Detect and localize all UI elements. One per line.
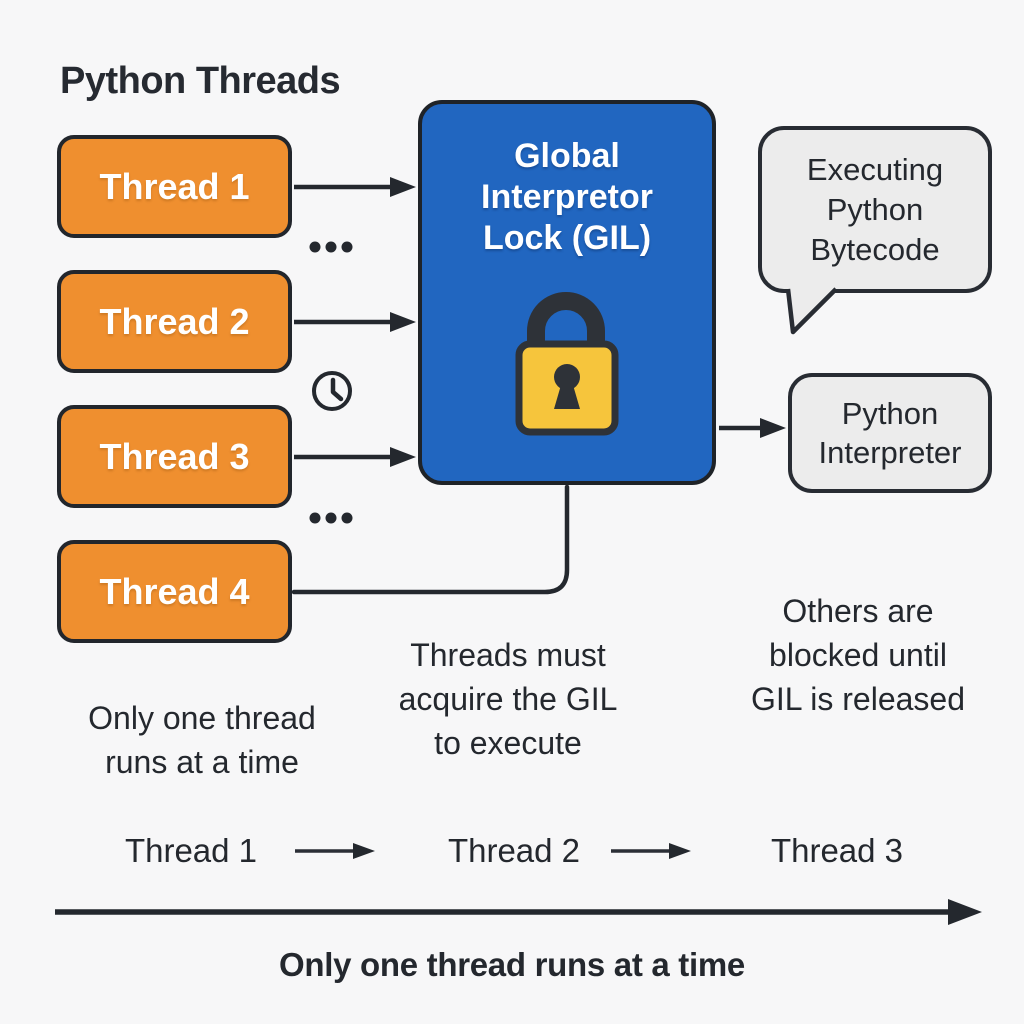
timeline-thread-3-label: Thread 3	[770, 832, 904, 869]
note-line: acquire the GIL	[398, 681, 618, 717]
bubble-line: Executing	[806, 151, 944, 187]
gil-box: Global Interpretor Lock (GIL)	[418, 100, 716, 485]
note-line: GIL is released	[750, 681, 966, 717]
gil-title-line: Interpretor	[481, 178, 653, 216]
gil-title-line: Global	[514, 137, 620, 175]
bubble-line: Bytecode	[810, 231, 940, 267]
note-threads-must-acquire: Threads must acquire the GIL to execute	[348, 633, 668, 765]
thread-4-box: Thread 4	[57, 540, 292, 643]
thread-2-box: Thread 2	[57, 270, 292, 373]
note-line: Only one thread	[88, 700, 316, 736]
gil-title-line: Lock (GIL)	[482, 219, 652, 257]
timeline-thread-1-label: Thread 1	[124, 832, 258, 869]
note-only-one-thread: Only one thread runs at a time	[42, 696, 362, 784]
interpreter-line: Interpreter	[818, 435, 962, 470]
speech-bubble: Executing Python Bytecode	[758, 126, 992, 293]
note-others-blocked: Others are blocked until GIL is released	[698, 589, 1018, 721]
thread-4-label: Thread 4	[99, 570, 250, 612]
note-line: blocked until	[769, 637, 947, 673]
clock-icon	[312, 371, 352, 411]
thread-1-label: Thread 1	[99, 165, 250, 207]
ellipsis-dots	[309, 241, 353, 253]
gil-title: Global Interpretor Lock (GIL)	[422, 136, 712, 259]
python-interpreter-box: Python Interpreter	[788, 373, 992, 493]
note-line: Others are	[782, 593, 934, 629]
note-line: runs at a time	[105, 744, 299, 780]
thread-3-label: Thread 3	[99, 435, 250, 477]
interpreter-line: Python	[841, 396, 939, 431]
note-line: to execute	[434, 725, 582, 761]
timeline-thread-2-label: Thread 2	[447, 832, 581, 869]
diagram-title: Python Threads	[60, 60, 341, 102]
timeline-caption: Only one thread runs at a time	[279, 946, 745, 983]
ellipsis-dots	[309, 512, 353, 524]
thread-1-box: Thread 1	[57, 135, 292, 238]
thread-3-box: Thread 3	[57, 405, 292, 508]
note-line: Threads must	[410, 637, 606, 673]
speech-bubble-tail	[785, 287, 838, 335]
thread-2-label: Thread 2	[99, 300, 250, 342]
bubble-line: Python	[826, 191, 924, 227]
connector-thread4-to-gil	[291, 484, 570, 595]
